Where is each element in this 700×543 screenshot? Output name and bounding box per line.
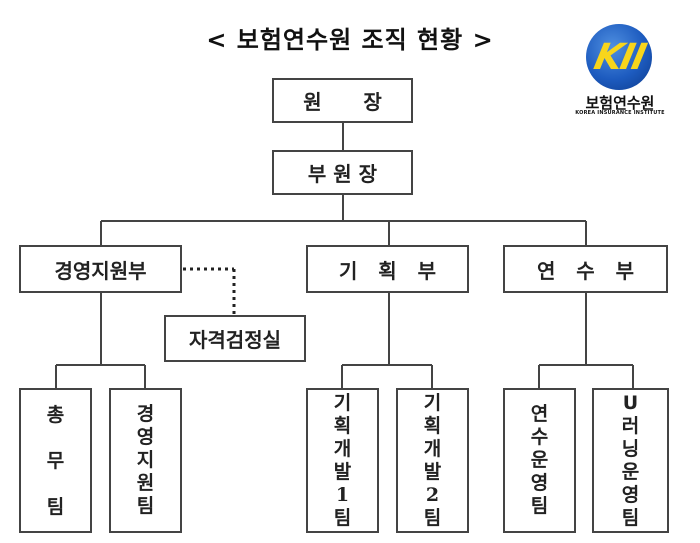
kii-logo: KII 보험연수원 KOREA INSURANCE INSTITUTE	[570, 22, 690, 122]
box-vice-president[interactable]: 부 원 장	[272, 150, 413, 195]
box-staff-office[interactable]: 자격검정실	[164, 315, 306, 362]
team-label: 기 획 개 발 2 팀	[423, 391, 442, 529]
box-team-planning-dev-1[interactable]: 기 획 개 발 1 팀	[306, 388, 379, 533]
logo-name-en: KOREA INSURANCE INSTITUTE	[575, 110, 665, 116]
box-team-management-support[interactable]: 경 영 지 원 팀	[109, 388, 182, 533]
team-label: 연 수 운 영 팀	[530, 403, 549, 517]
page-title: < 보험연수원 조직 현황 >	[206, 26, 494, 54]
team-label: 총 무 팀	[46, 403, 65, 518]
box-team-planning-dev-2[interactable]: 기 획 개 발 2 팀	[396, 388, 469, 533]
box-dept-training[interactable]: 연 수 부	[503, 245, 668, 293]
box-dept-planning[interactable]: 기 획 부	[306, 245, 469, 293]
box-president[interactable]: 원 장	[272, 78, 413, 123]
box-team-training-ops[interactable]: 연 수 운 영 팀	[503, 388, 576, 533]
team-label: 경 영 지 원 팀	[136, 403, 155, 517]
team-label: U 러 닝 운 영 팀	[621, 391, 640, 529]
box-dept-management-support[interactable]: 경영지원부	[19, 245, 182, 293]
box-team-general-affairs[interactable]: 총 무 팀	[19, 388, 92, 533]
dotted-line-staff-office	[183, 267, 236, 315]
team-label: 기 획 개 발 1 팀	[333, 391, 352, 529]
logo-name-kr: 보험연수원	[585, 94, 655, 112]
logo-circle-icon: KII	[586, 24, 652, 90]
box-team-ulearning-ops[interactable]: U 러 닝 운 영 팀	[592, 388, 669, 533]
